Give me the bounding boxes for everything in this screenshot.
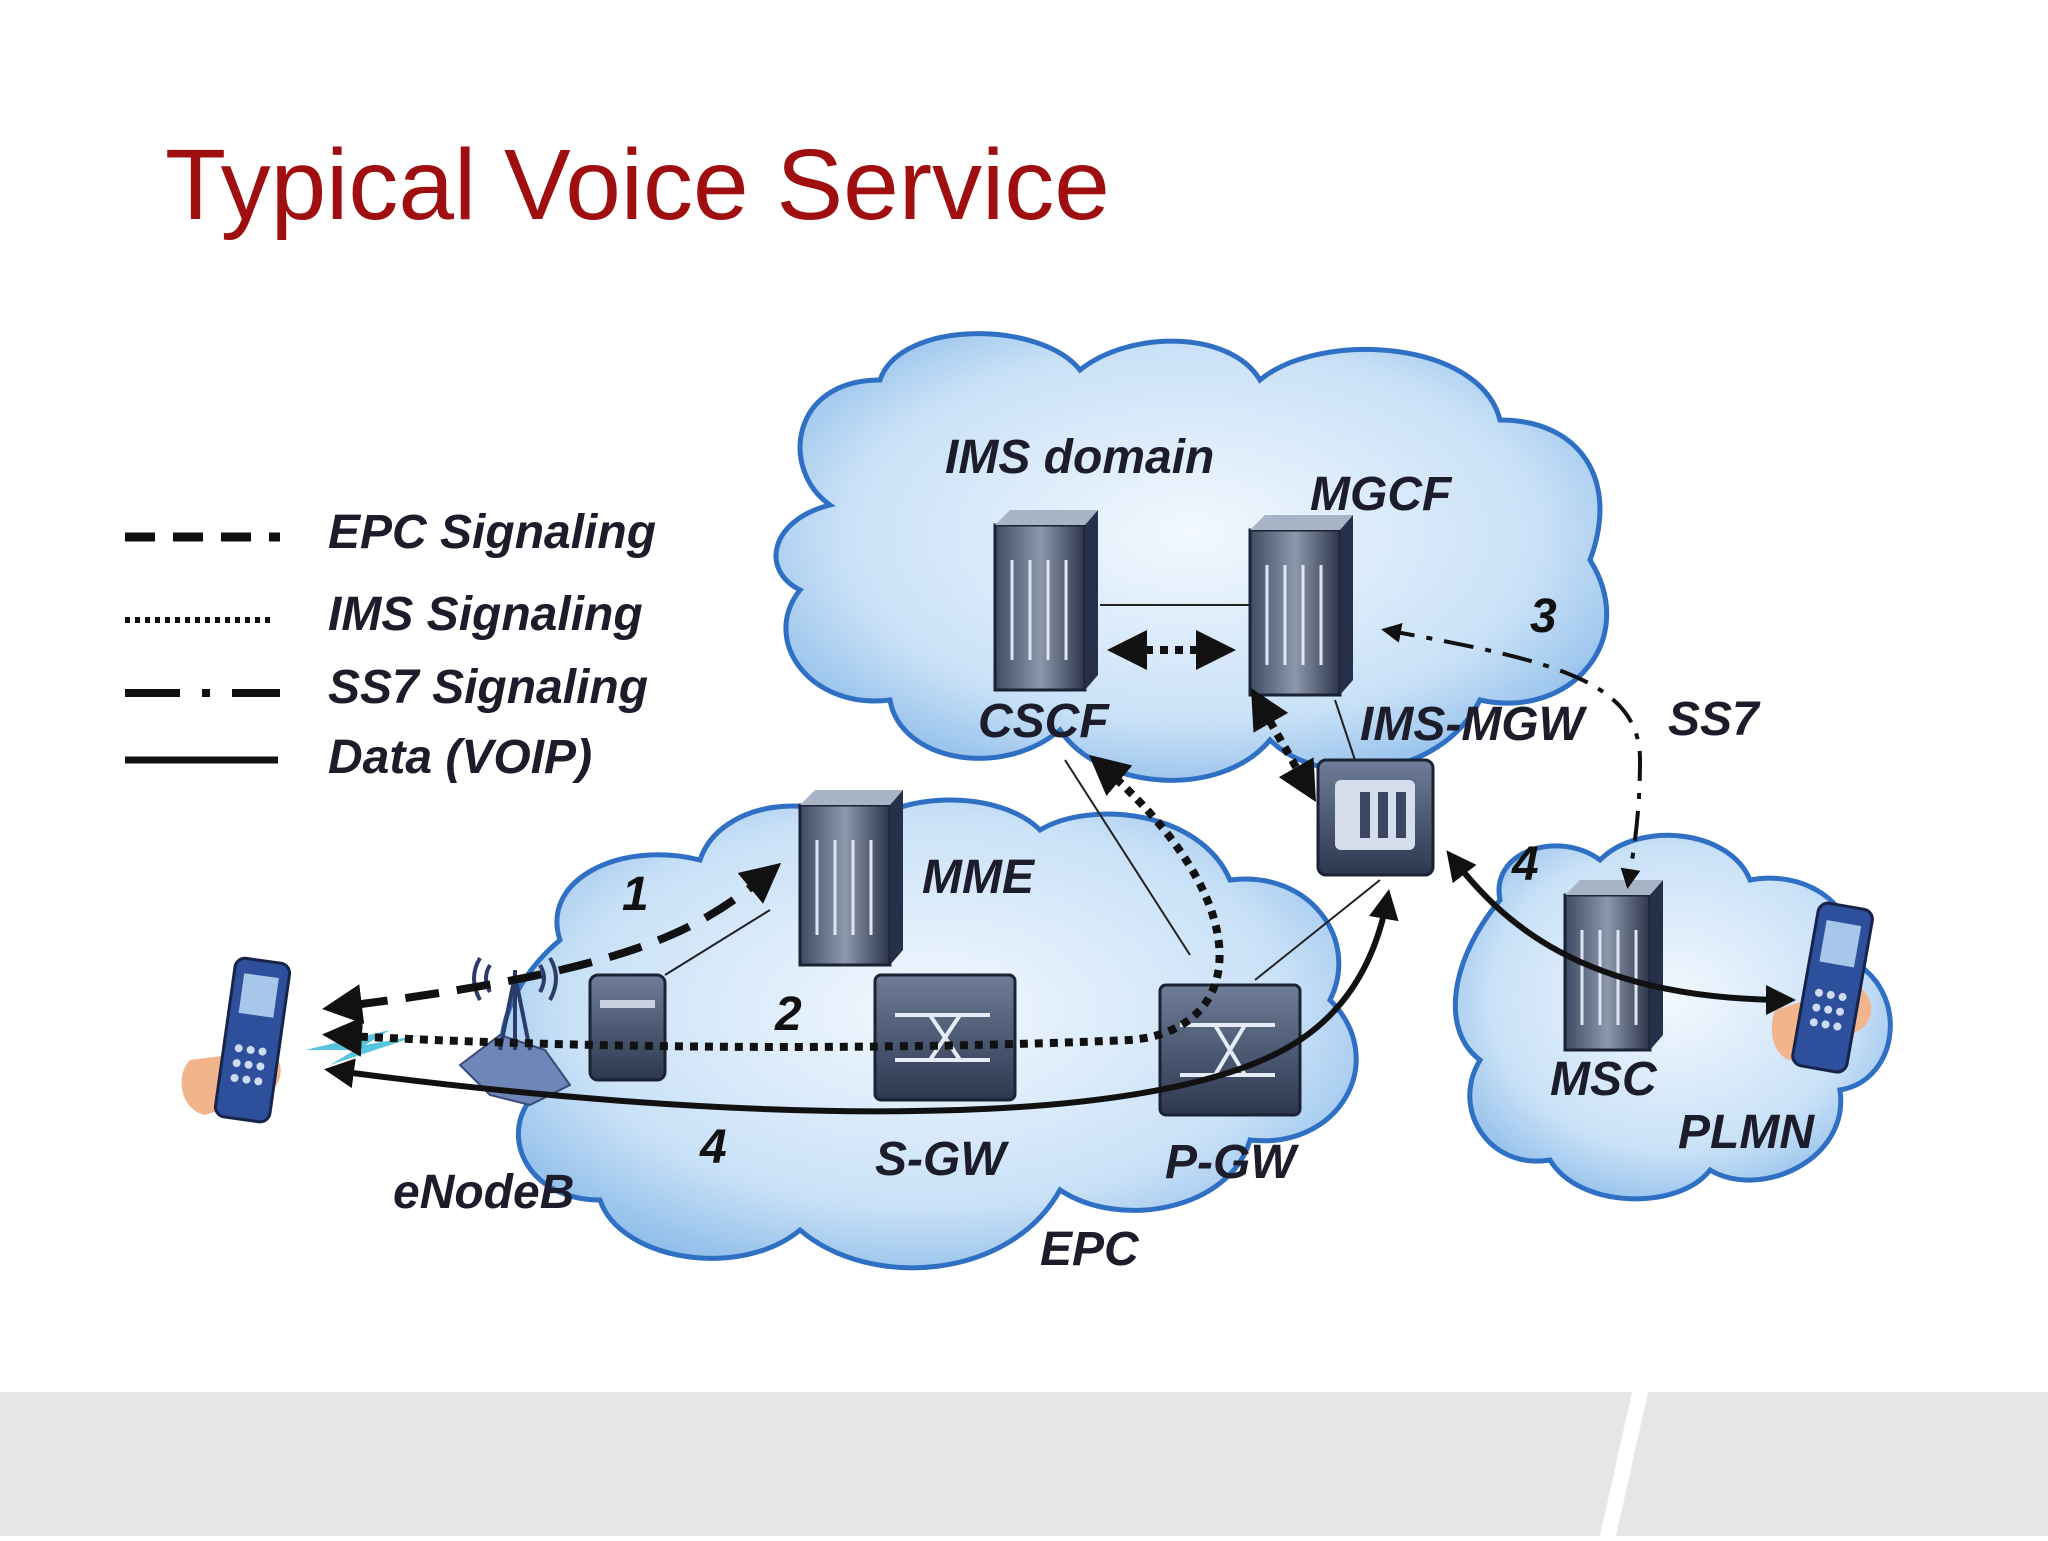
pgw-label: P-GW [1165, 1136, 1299, 1189]
ims-mgw-device [1316, 758, 1435, 877]
mgcf-label: MGCF [1310, 468, 1453, 521]
legend-epc-label: EPC Signaling [328, 506, 656, 559]
msc-label: MSC [1550, 1053, 1658, 1106]
enodeb-label: eNodeB [393, 1166, 574, 1219]
mme-server [798, 790, 903, 967]
voip-data-arrows [324, 850, 1796, 1115]
ss7-label: SS7 [1668, 693, 1761, 746]
cscf-label: CSCF [978, 695, 1110, 748]
legend: EPC Signaling IMS Signaling SS7 Signalin… [125, 506, 656, 784]
epc-label: EPC [1040, 1223, 1140, 1276]
ims-domain-label: IMS domain [945, 431, 1214, 484]
step-4a-label: 4 [699, 1121, 727, 1174]
step-3-label: 3 [1530, 590, 1557, 643]
phone-right-icon [1771, 901, 1874, 1074]
legend-data-label: Data (VOIP) [328, 731, 592, 784]
sgw-label: S-GW [875, 1133, 1009, 1186]
sgw-device [873, 973, 1017, 1102]
step-1-label: 1 [622, 868, 649, 921]
cscf-server [993, 510, 1098, 692]
footer-bar [0, 1392, 2048, 1536]
labels: IMS domain MGCF CSCF IMS-MGW SS7 MME S-G… [393, 431, 1815, 1276]
phone-left-icon [181, 956, 292, 1124]
mgcf-server [1248, 515, 1353, 697]
legend-ss7-label: SS7 Signaling [328, 661, 648, 714]
step-4b-label: 4 [1511, 838, 1539, 891]
mme-label: MME [922, 851, 1036, 904]
page-title: Typical Voice Service [165, 129, 1110, 241]
legend-ims-label: IMS Signaling [328, 588, 643, 641]
ims-mgw-label: IMS-MGW [1360, 698, 1588, 751]
step-2-label: 2 [774, 988, 802, 1041]
msc-server [1563, 880, 1663, 1052]
step-numbers: 1 2 3 4 4 [622, 590, 1557, 1174]
footer-swoosh [1600, 1392, 1648, 1536]
plmn-label: PLMN [1678, 1106, 1815, 1159]
